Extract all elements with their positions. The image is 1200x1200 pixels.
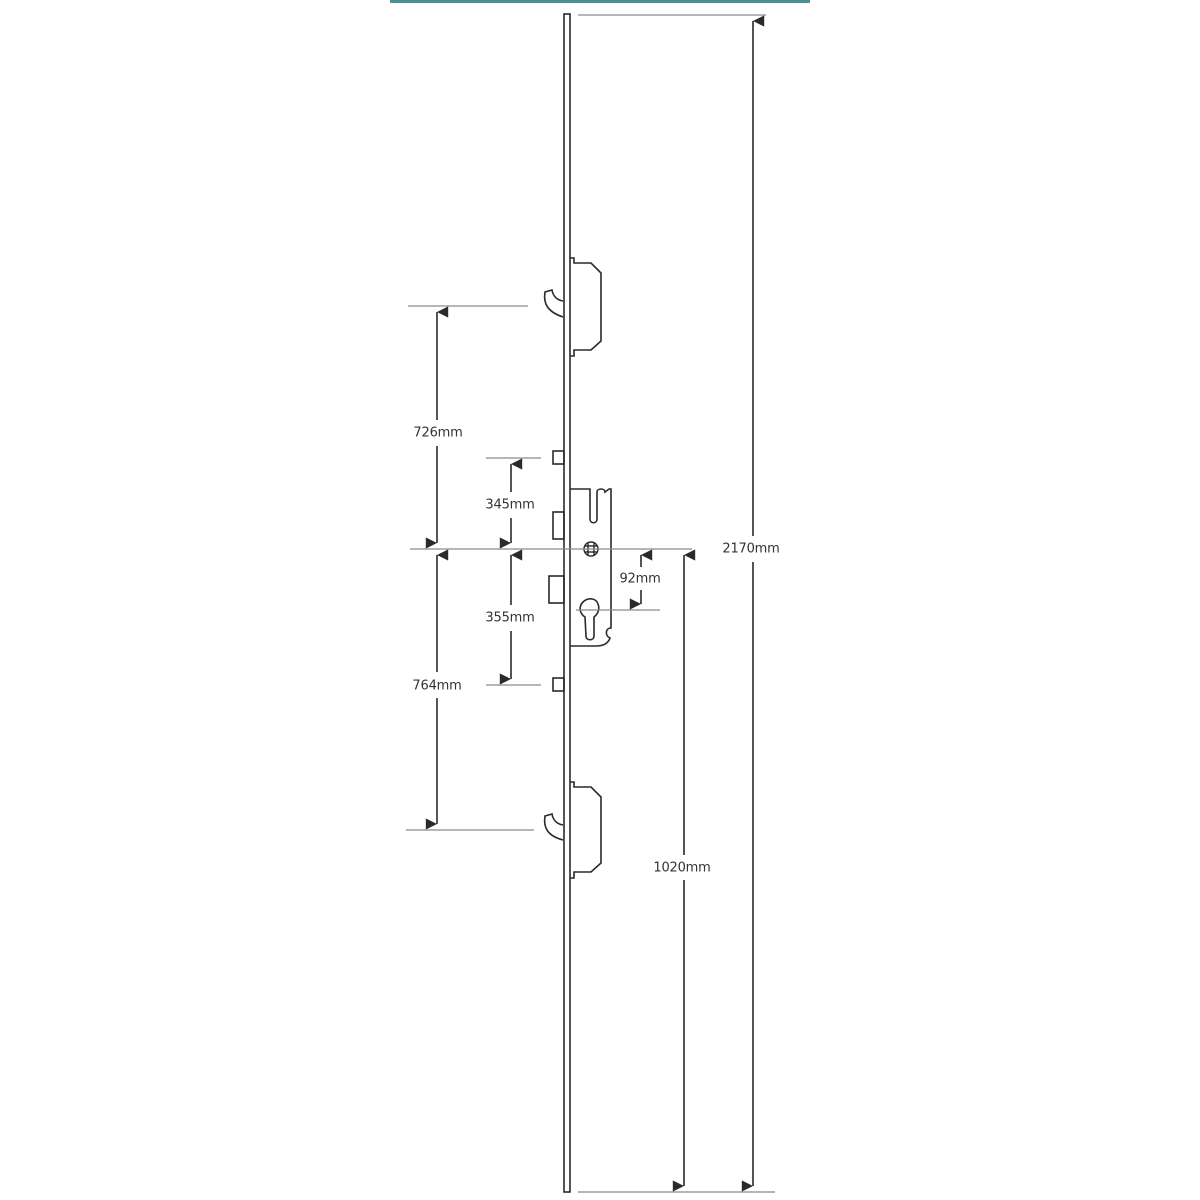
- dim-label-764: 764mm: [412, 677, 462, 695]
- lower-hook-bolt: [543, 781, 602, 879]
- latch: [552, 511, 565, 540]
- dim-label-92: 92mm: [619, 570, 661, 588]
- dim-label-726: 726mm: [413, 424, 463, 442]
- upper-hook-bolt: [543, 257, 602, 357]
- dim-label-355: 355mm: [485, 609, 535, 627]
- extension-lines: [406, 14, 775, 1193]
- gearbox: [570, 488, 612, 647]
- lower-roller: [552, 677, 565, 692]
- euro-cylinder-cutout-icon: [579, 598, 600, 641]
- faceplate: [563, 13, 571, 1193]
- dim-label-1020: 1020mm: [653, 859, 711, 877]
- dim-label-2170: 2170mm: [722, 540, 780, 558]
- dimension-arrows: [425, 15, 765, 1192]
- deadbolt: [548, 575, 565, 604]
- dim-label-345: 345mm: [485, 496, 535, 514]
- top-accent-bar: [390, 0, 810, 3]
- upper-roller: [552, 450, 565, 465]
